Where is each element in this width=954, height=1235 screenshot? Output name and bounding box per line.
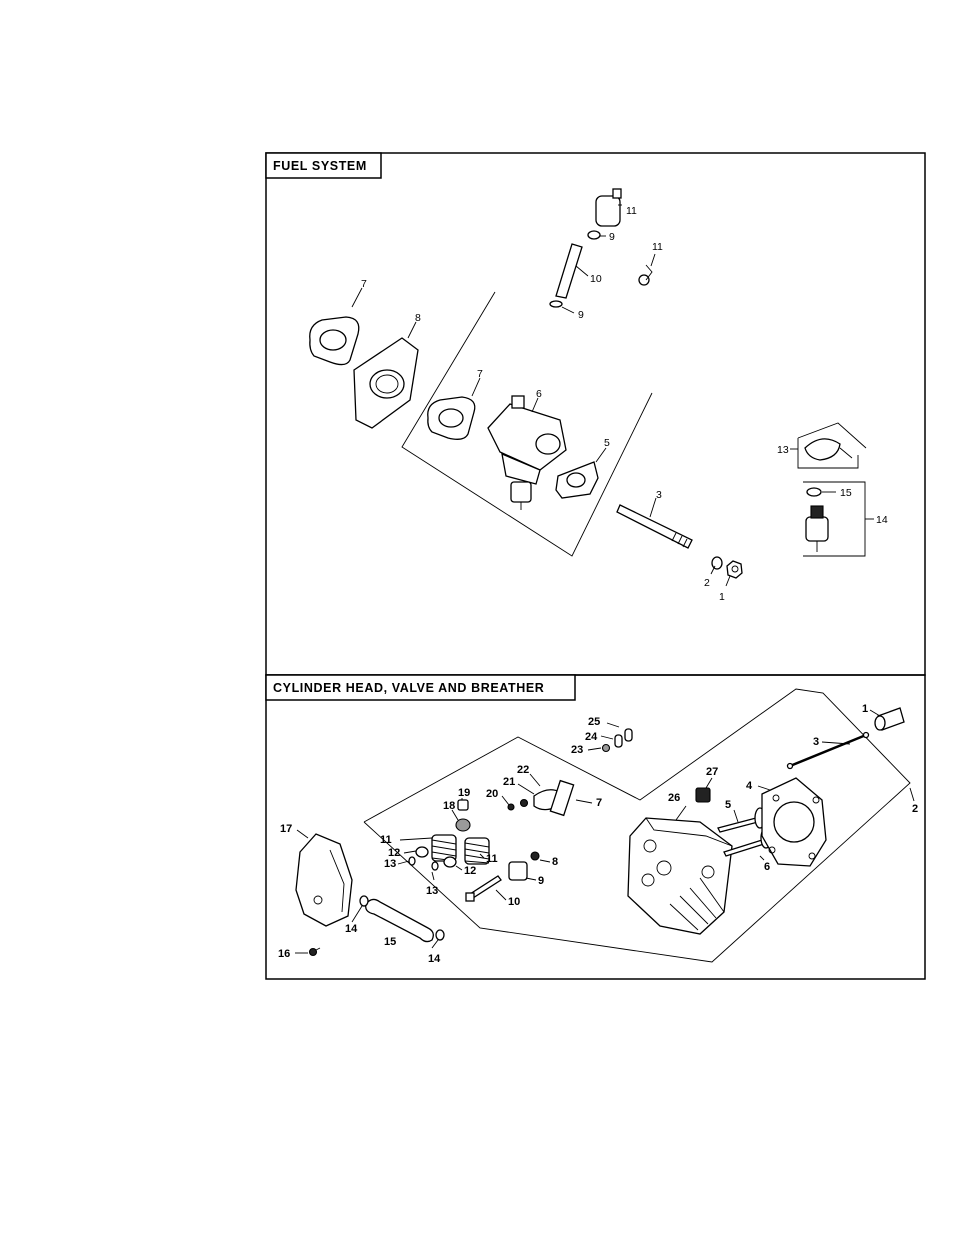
choke-plate-part bbox=[798, 423, 866, 468]
fuel-callout-7-inner: 7 bbox=[477, 368, 483, 380]
head-callout-7: 7 bbox=[596, 797, 602, 809]
breather-cover-part bbox=[296, 834, 352, 926]
carburetor-part bbox=[488, 396, 566, 510]
head-gasket-part bbox=[762, 778, 826, 866]
spring-retainer-part bbox=[456, 819, 470, 831]
head-callout-25: 25 bbox=[588, 716, 600, 728]
head-callout-11-right: 11 bbox=[486, 853, 498, 865]
fuel-callout-2-washer: 2 bbox=[704, 577, 710, 589]
rocker-nut-part bbox=[521, 800, 528, 807]
head-callout-1: 1 bbox=[862, 703, 868, 715]
head-callout-21: 21 bbox=[503, 776, 515, 788]
mounting-stud-part bbox=[617, 505, 692, 548]
head-callout-23: 23 bbox=[571, 744, 583, 756]
head-callout-3: 3 bbox=[813, 736, 819, 748]
head-callout-22: 22 bbox=[517, 764, 529, 776]
carburetor-gasket-part bbox=[556, 462, 598, 498]
head-callout-26: 26 bbox=[668, 792, 680, 804]
fuel-callout-3-stud: 3 bbox=[656, 489, 662, 501]
head-callout-10: 10 bbox=[508, 896, 520, 908]
intake-gasket-outer-part bbox=[310, 317, 359, 365]
guide-sleeve-part bbox=[509, 862, 527, 880]
fuel-callout-1-nut: 1 bbox=[719, 591, 725, 603]
fuel-callout-15-o-ring: 15 bbox=[840, 487, 852, 499]
head-callout-13-left: 13 bbox=[384, 858, 396, 870]
head-callout-11-left: 11 bbox=[380, 834, 392, 846]
o-ring-part bbox=[807, 488, 821, 496]
fuel-callout-13-choke: 13 bbox=[777, 444, 789, 456]
fuel-callout-7-outer: 7 bbox=[361, 278, 367, 290]
breather-screw-part bbox=[310, 948, 321, 956]
head-callout-5: 5 bbox=[725, 799, 731, 811]
head-callout-12-right: 12 bbox=[464, 865, 476, 877]
carburetor-spacer-part bbox=[354, 338, 418, 428]
head-callout-4: 4 bbox=[746, 780, 753, 792]
head-bolt-part bbox=[466, 876, 501, 901]
cylinder-head-panel: CYLINDER HEAD, VALVE AND BREATHER bbox=[266, 675, 925, 979]
fuel-callout-9-upper: 9 bbox=[609, 231, 615, 243]
fuel-solenoid-part bbox=[806, 506, 828, 552]
fuel-leader-lines bbox=[352, 205, 874, 586]
head-callout-6: 6 bbox=[764, 861, 770, 873]
head-callout-20: 20 bbox=[486, 788, 498, 800]
fuel-callout-11-clamp: 11 bbox=[652, 241, 663, 253]
washer-part bbox=[712, 557, 722, 569]
head-callout-8: 8 bbox=[552, 856, 558, 868]
head-callout-14-upper: 14 bbox=[345, 923, 358, 935]
fuel-callout-14-solenoid: 14 bbox=[876, 514, 888, 526]
head-callout-24: 24 bbox=[585, 731, 598, 743]
breather-hose-part bbox=[360, 896, 444, 942]
fuel-clamp-part bbox=[639, 265, 652, 285]
head-callout-16: 16 bbox=[278, 948, 290, 960]
fuel-callout-10-line: 10 bbox=[590, 273, 602, 285]
fuel-callout-9-lower: 9 bbox=[578, 309, 584, 321]
fuel-callout-8-spacer: 8 bbox=[415, 312, 421, 324]
head-callout-27: 27 bbox=[706, 766, 718, 778]
hex-nut-part bbox=[727, 561, 742, 578]
fuel-system-title: FUEL SYSTEM bbox=[273, 159, 367, 173]
guide-nut-part bbox=[531, 852, 539, 860]
intake-valve-part bbox=[718, 808, 765, 832]
fuel-callout-5-gasket: 5 bbox=[604, 437, 610, 449]
intake-gasket-inner-part bbox=[428, 397, 475, 439]
head-callout-9: 9 bbox=[538, 875, 544, 887]
breather-filter-part bbox=[696, 788, 710, 802]
fuel-callout-11-filter: 11 bbox=[626, 205, 637, 217]
head-group-outline bbox=[364, 689, 910, 962]
cylinder-head-title: CYLINDER HEAD, VALVE AND BREATHER bbox=[273, 681, 544, 695]
head-callout-14-lower: 14 bbox=[428, 953, 441, 965]
fuel-callout-6-carburetor: 6 bbox=[536, 388, 542, 400]
fuel-system-panel: FUEL SYSTEM bbox=[266, 153, 925, 675]
fuel-filter-part bbox=[588, 189, 621, 239]
valve-cap-part bbox=[458, 800, 468, 810]
head-callout-18: 18 bbox=[443, 800, 455, 812]
fuel-line-part bbox=[550, 244, 582, 307]
cylinder-head-part bbox=[628, 818, 732, 934]
push-rod-part bbox=[788, 733, 869, 769]
head-callout-2: 2 bbox=[912, 803, 918, 815]
head-callout-19: 19 bbox=[458, 787, 470, 799]
small-bracket-parts bbox=[603, 729, 633, 752]
head-callout-15: 15 bbox=[384, 936, 396, 948]
push-rod-tube-part bbox=[875, 708, 904, 730]
head-callout-17: 17 bbox=[280, 823, 292, 835]
head-callout-13-right: 13 bbox=[426, 885, 438, 897]
